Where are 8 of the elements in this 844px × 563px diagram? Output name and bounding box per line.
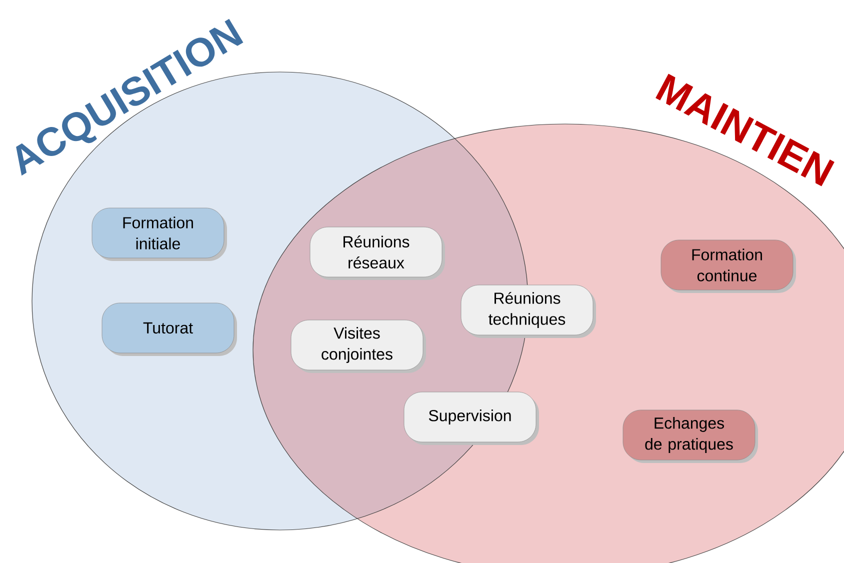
rounded-box: Echanges de pratiques: [622, 410, 758, 463]
rounded-box: Formation initiale: [92, 208, 227, 261]
rounded-box: Réunions techniques: [460, 284, 596, 338]
rounded-box: Visites conjointes: [290, 320, 426, 373]
rounded-box: Formation continue: [660, 240, 796, 293]
rounded-box: Supervision: [404, 392, 539, 445]
rounded-box: Réunions réseaux: [310, 226, 445, 280]
rounded-box: Tutorat: [102, 302, 237, 356]
